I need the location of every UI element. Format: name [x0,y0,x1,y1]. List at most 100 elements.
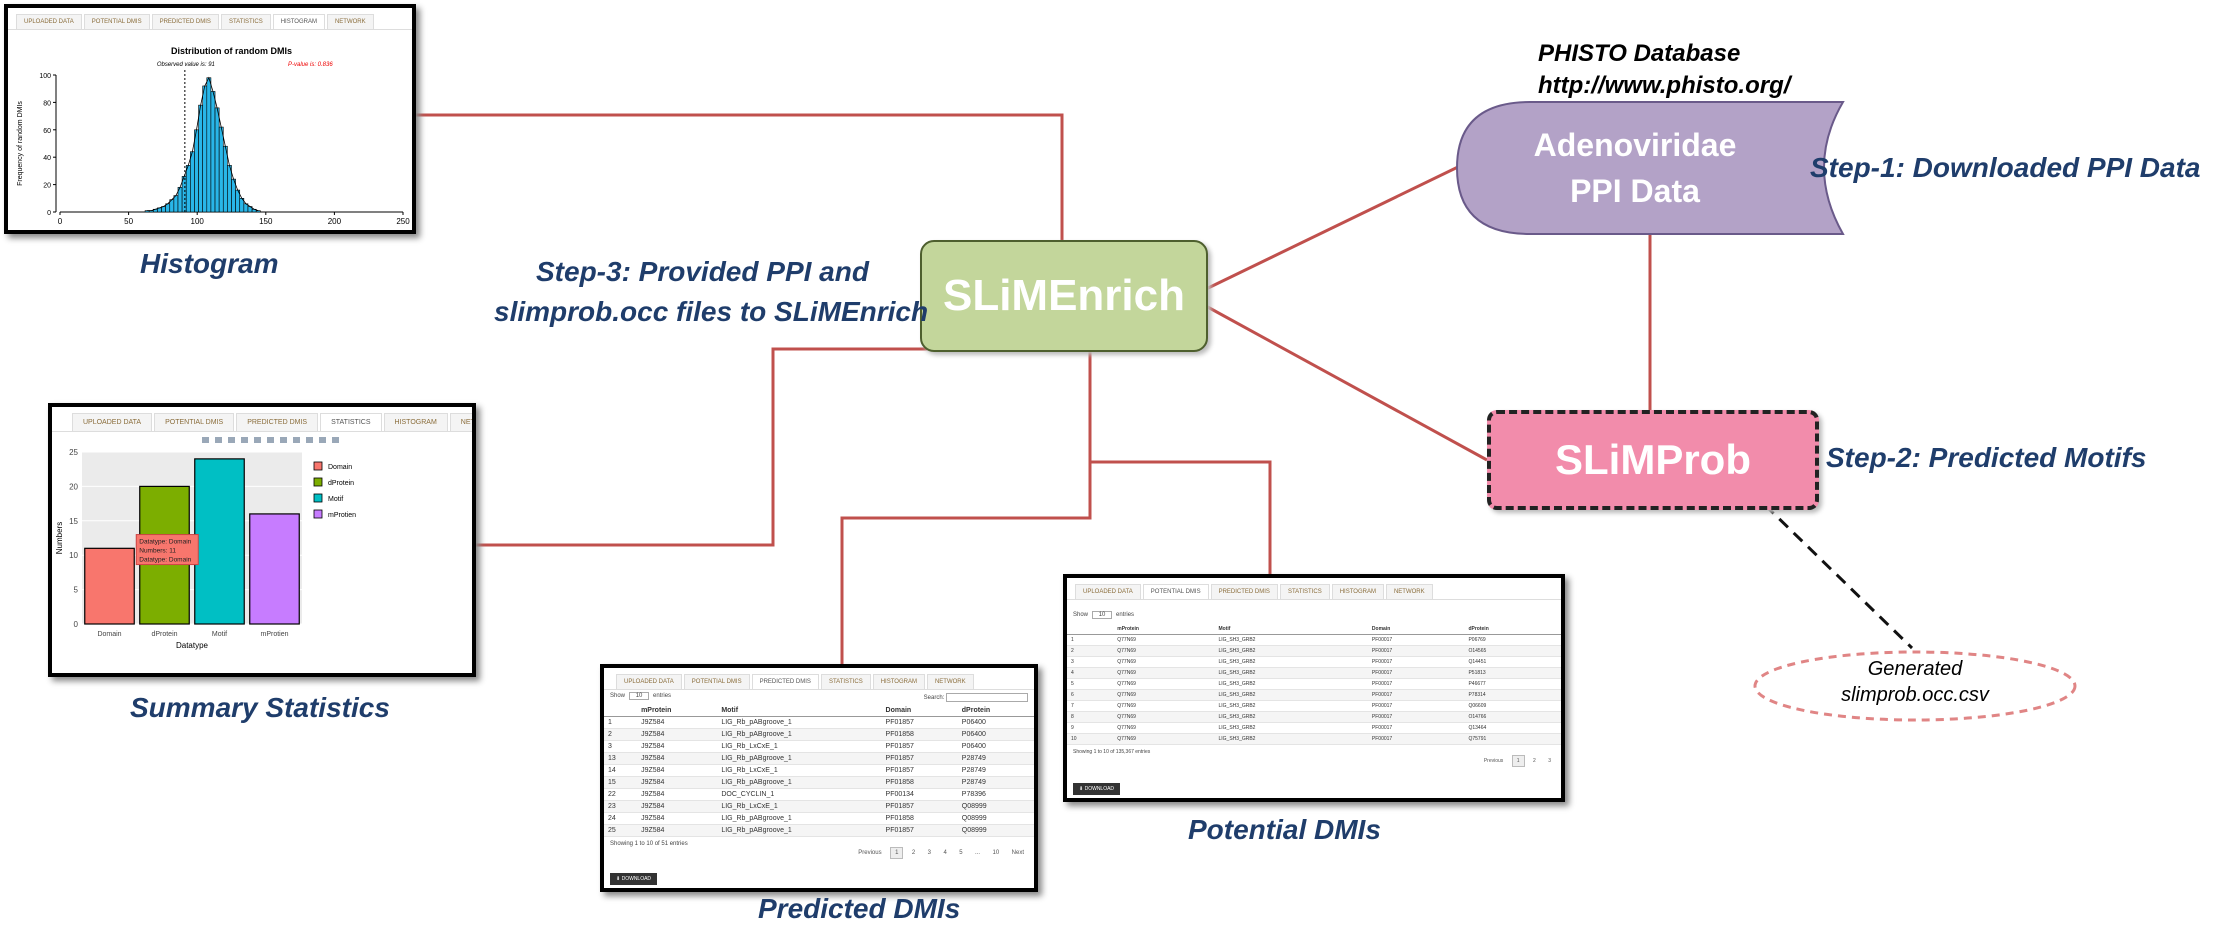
tab-statistics[interactable]: STATISTICS [220,14,271,29]
table-cell: Q77N69 [1113,645,1215,657]
y-tick-label: 15 [69,517,78,526]
table-cell: Q08999 [957,800,1034,813]
tab-predicted-dmis[interactable]: PREDICTED DMIS [751,674,819,689]
toolbar-icon[interactable] [254,437,261,443]
tab-network[interactable]: NETWORK [1385,584,1433,599]
pagination-page[interactable]: 3 [927,850,931,856]
toolbar-icon[interactable] [267,437,274,443]
tab-uploaded-data[interactable]: UPLOADED DATA [1075,584,1141,599]
chart-title: Distribution of random DMIs [171,46,292,56]
column-header[interactable]: Motif [1214,624,1368,635]
pagination-page[interactable]: 2 [1532,758,1536,764]
column-header[interactable]: dProtein [957,705,1034,717]
pagination-page[interactable]: 3 [1548,758,1551,764]
column-header[interactable]: Domain [881,705,958,717]
toolbar-icon[interactable] [293,437,300,443]
pagination-page[interactable]: 4 [943,850,947,856]
toolbar-icon[interactable] [280,437,287,443]
entries-select[interactable]: 10 [1091,611,1113,619]
table-cell: Q13464 [1464,722,1561,734]
pagination-page[interactable]: 2 [911,850,916,856]
generated-line2: slimprob.occ.csv [1841,684,1989,706]
tab-predicted-dmis[interactable]: PREDICTED DMIS [1210,584,1278,599]
toolbar-icon[interactable] [306,437,313,443]
tab-uploaded-data[interactable]: UPLOADED DATA [72,413,153,431]
tab-uploaded-data[interactable]: UPLOADED DATA [16,14,82,29]
x-tick-label: 200 [328,217,342,226]
tab-histogram[interactable]: HISTOGRAM [383,413,448,431]
tab-predicted-dmis[interactable]: PREDICTED DMIS [151,14,219,29]
tab-network[interactable]: NETWORK [326,14,374,29]
tab-potential-dmis[interactable]: POTENTIAL DMIS [1142,584,1209,599]
pagination-page[interactable]: 10 [992,850,1000,856]
column-header[interactable]: Domain [1367,624,1465,635]
pagination-page[interactable]: 1 [890,847,904,859]
tab-network[interactable]: NETWORK [926,674,974,689]
toolbar-icon[interactable] [319,437,326,443]
toolbar-icon[interactable] [228,437,235,443]
y-tick-label: 0 [74,620,79,629]
pagination-previous[interactable]: Previous [858,850,882,856]
column-header[interactable]: Motif [717,705,882,717]
download-label: DOWNLOAD [621,876,652,882]
download-button[interactable]: ⬇ DOWNLOAD [610,873,658,885]
entries-select[interactable]: 10 [628,692,650,700]
pagination-previous[interactable]: Previous [1483,758,1504,764]
tab-uploaded-data[interactable]: UPLOADED DATA [616,674,682,689]
y-axis-label: Numbers [55,522,64,554]
download-button[interactable]: ⬇ DOWNLOAD [1073,783,1121,795]
tab-potential-dmis[interactable]: POTENTIAL DMIS [154,413,235,431]
tab-statistics[interactable]: STATISTICS [820,674,871,689]
tab-histogram[interactable]: HISTOGRAM [272,14,325,29]
tab-statistics[interactable]: STATISTICS [320,413,382,431]
toolbar-icon[interactable] [241,437,248,443]
table-cell: 1 [604,716,638,729]
tab-histogram[interactable]: HISTOGRAM [872,674,925,689]
entries-label: entries [1116,612,1135,618]
pagination-page[interactable]: 1 [1511,755,1525,767]
tab-histogram[interactable]: HISTOGRAM [1331,584,1384,599]
column-header[interactable]: mProtein [1113,624,1215,635]
column-header[interactable] [1067,624,1114,635]
pagination-page[interactable]: 5 [959,850,963,856]
tab-network[interactable]: NETWORK [449,413,472,431]
pagination-next[interactable]: Next [1011,850,1024,856]
tab-predicted-dmis[interactable]: PREDICTED DMIS [236,413,319,431]
toolbar-icon[interactable] [332,437,339,443]
toolbar-icon[interactable] [202,437,209,443]
tab-potential-dmis[interactable]: POTENTIAL DMIS [683,674,750,689]
column-header[interactable]: mProtein [637,705,718,717]
table-cell: LIG_SH3_GRB2 [1214,656,1368,668]
slimprob-label: SLiMProb [1555,436,1751,483]
column-header[interactable]: dProtein [1464,624,1561,635]
table-cell: J9Z584 [637,776,718,789]
tab-statistics[interactable]: STATISTICS [1279,584,1330,599]
toolbar-icon[interactable] [215,437,222,443]
search-input[interactable] [946,693,1028,702]
tab-potential-dmis[interactable]: POTENTIAL DMIS [83,14,150,29]
table-cell: 4 [1067,667,1114,679]
column-header[interactable] [604,705,638,717]
